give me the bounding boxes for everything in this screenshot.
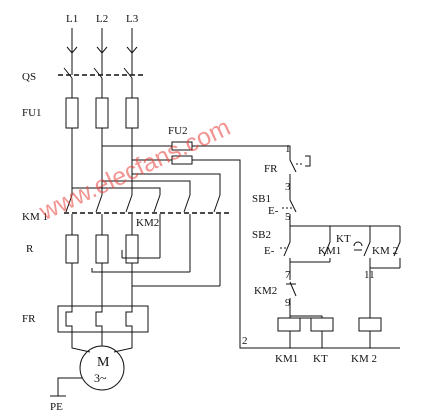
- label-l3: L3: [126, 13, 139, 25]
- label-node-7: 7: [285, 269, 291, 281]
- label-node-5: 5: [285, 211, 291, 223]
- label-qs: QS: [22, 71, 36, 83]
- labels: L1 L2 L3 QS FU1 FU2 KM 1 KM2 R FR M 3~ P…: [22, 13, 398, 413]
- label-sb1: SB1: [252, 193, 271, 205]
- label-km2-main: KM2: [136, 217, 159, 229]
- label-fu1: FU1: [22, 107, 42, 119]
- label-sb1-e: E-: [268, 205, 279, 217]
- label-kt-contact: KT: [336, 233, 351, 245]
- label-km2-nc: KM2: [254, 285, 277, 297]
- power-circuit: [50, 28, 232, 397]
- label-coil-kt: KT: [313, 353, 328, 365]
- kt-coil: [310, 317, 334, 332]
- label-coil-km1: KM1: [275, 353, 298, 365]
- control-circuit: [102, 141, 401, 349]
- resistor-2: [95, 234, 109, 264]
- resistor-3: [125, 234, 139, 264]
- km2-coil: [358, 317, 382, 332]
- label-node-9: 9: [285, 297, 291, 309]
- label-km1-main: KM 1: [22, 211, 48, 223]
- label-motor-phase: 3~: [94, 371, 107, 385]
- label-fr-ctrl: FR: [264, 163, 278, 175]
- label-sb2: SB2: [252, 229, 271, 241]
- label-fr-main: FR: [22, 313, 36, 325]
- label-km2-aux: KM 2: [372, 245, 398, 257]
- label-km1-aux: KM1: [318, 245, 341, 257]
- label-node-1: 1: [285, 143, 291, 155]
- label-pe: PE: [50, 401, 63, 413]
- label-node-3: 3: [285, 181, 291, 193]
- label-node-11: 11: [364, 269, 375, 281]
- km1-coil: [277, 317, 301, 332]
- label-r: R: [26, 243, 34, 255]
- motor-circle: [79, 345, 125, 391]
- fr-thermal-relay-body: [57, 305, 149, 333]
- label-node-2: 2: [242, 335, 248, 347]
- label-l2: L2: [96, 13, 108, 25]
- fu1-fuse-3: [125, 97, 139, 129]
- fu1-fuse-1: [65, 97, 79, 129]
- label-coil-km2: KM 2: [351, 353, 377, 365]
- resistor-1: [65, 234, 79, 264]
- label-motor-m: M: [97, 355, 110, 370]
- label-sb2-e: E-: [264, 245, 275, 257]
- label-fu2: FU2: [168, 125, 188, 137]
- label-l1: L1: [66, 13, 78, 25]
- fu1-fuse-2: [95, 97, 109, 129]
- watermark: www.elecfans.com: [34, 113, 234, 226]
